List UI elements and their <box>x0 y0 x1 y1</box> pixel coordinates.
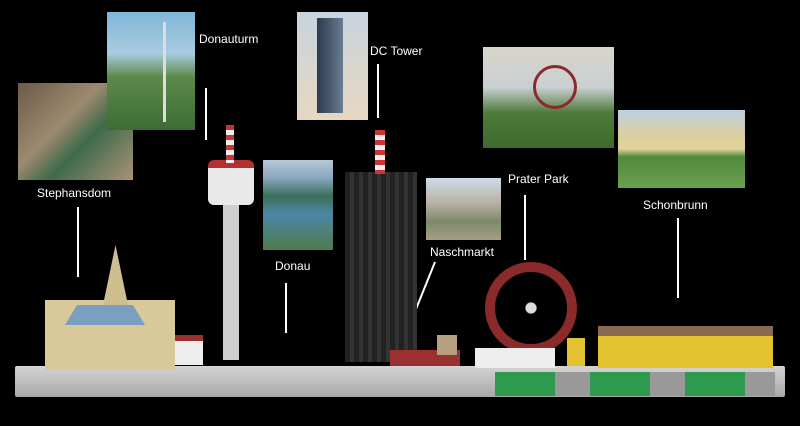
pointer-donau <box>285 283 287 333</box>
pointer-prater <box>524 195 526 260</box>
schonbrunn-photo <box>618 110 745 188</box>
dc-tower-photo <box>297 12 368 120</box>
label-donau: Donau <box>275 259 311 273</box>
naschmarkt-photo <box>426 178 501 240</box>
label-donauturm: Donauturm <box>199 32 259 46</box>
donauturm-photo <box>107 12 195 130</box>
pointer-dc-tower <box>377 64 379 118</box>
donau-photo <box>263 160 333 250</box>
prater-photo <box>483 47 614 148</box>
label-naschmarkt: Naschmarkt <box>430 245 495 259</box>
pointer-stephansdom <box>77 207 79 277</box>
label-schonbrunn: Schonbrunn <box>643 198 708 212</box>
pointer-schonbrunn <box>677 218 679 298</box>
pointer-donauturm <box>205 88 207 140</box>
label-stephansdom: Stephansdom <box>37 186 112 200</box>
donauturm-model <box>223 200 239 360</box>
prater-wheel-model <box>485 262 577 354</box>
label-dc-tower: DC Tower <box>370 44 423 58</box>
dc-tower-model <box>345 172 417 362</box>
schonbrunn-model <box>598 330 773 368</box>
label-prater: Prater Park <box>508 172 569 186</box>
